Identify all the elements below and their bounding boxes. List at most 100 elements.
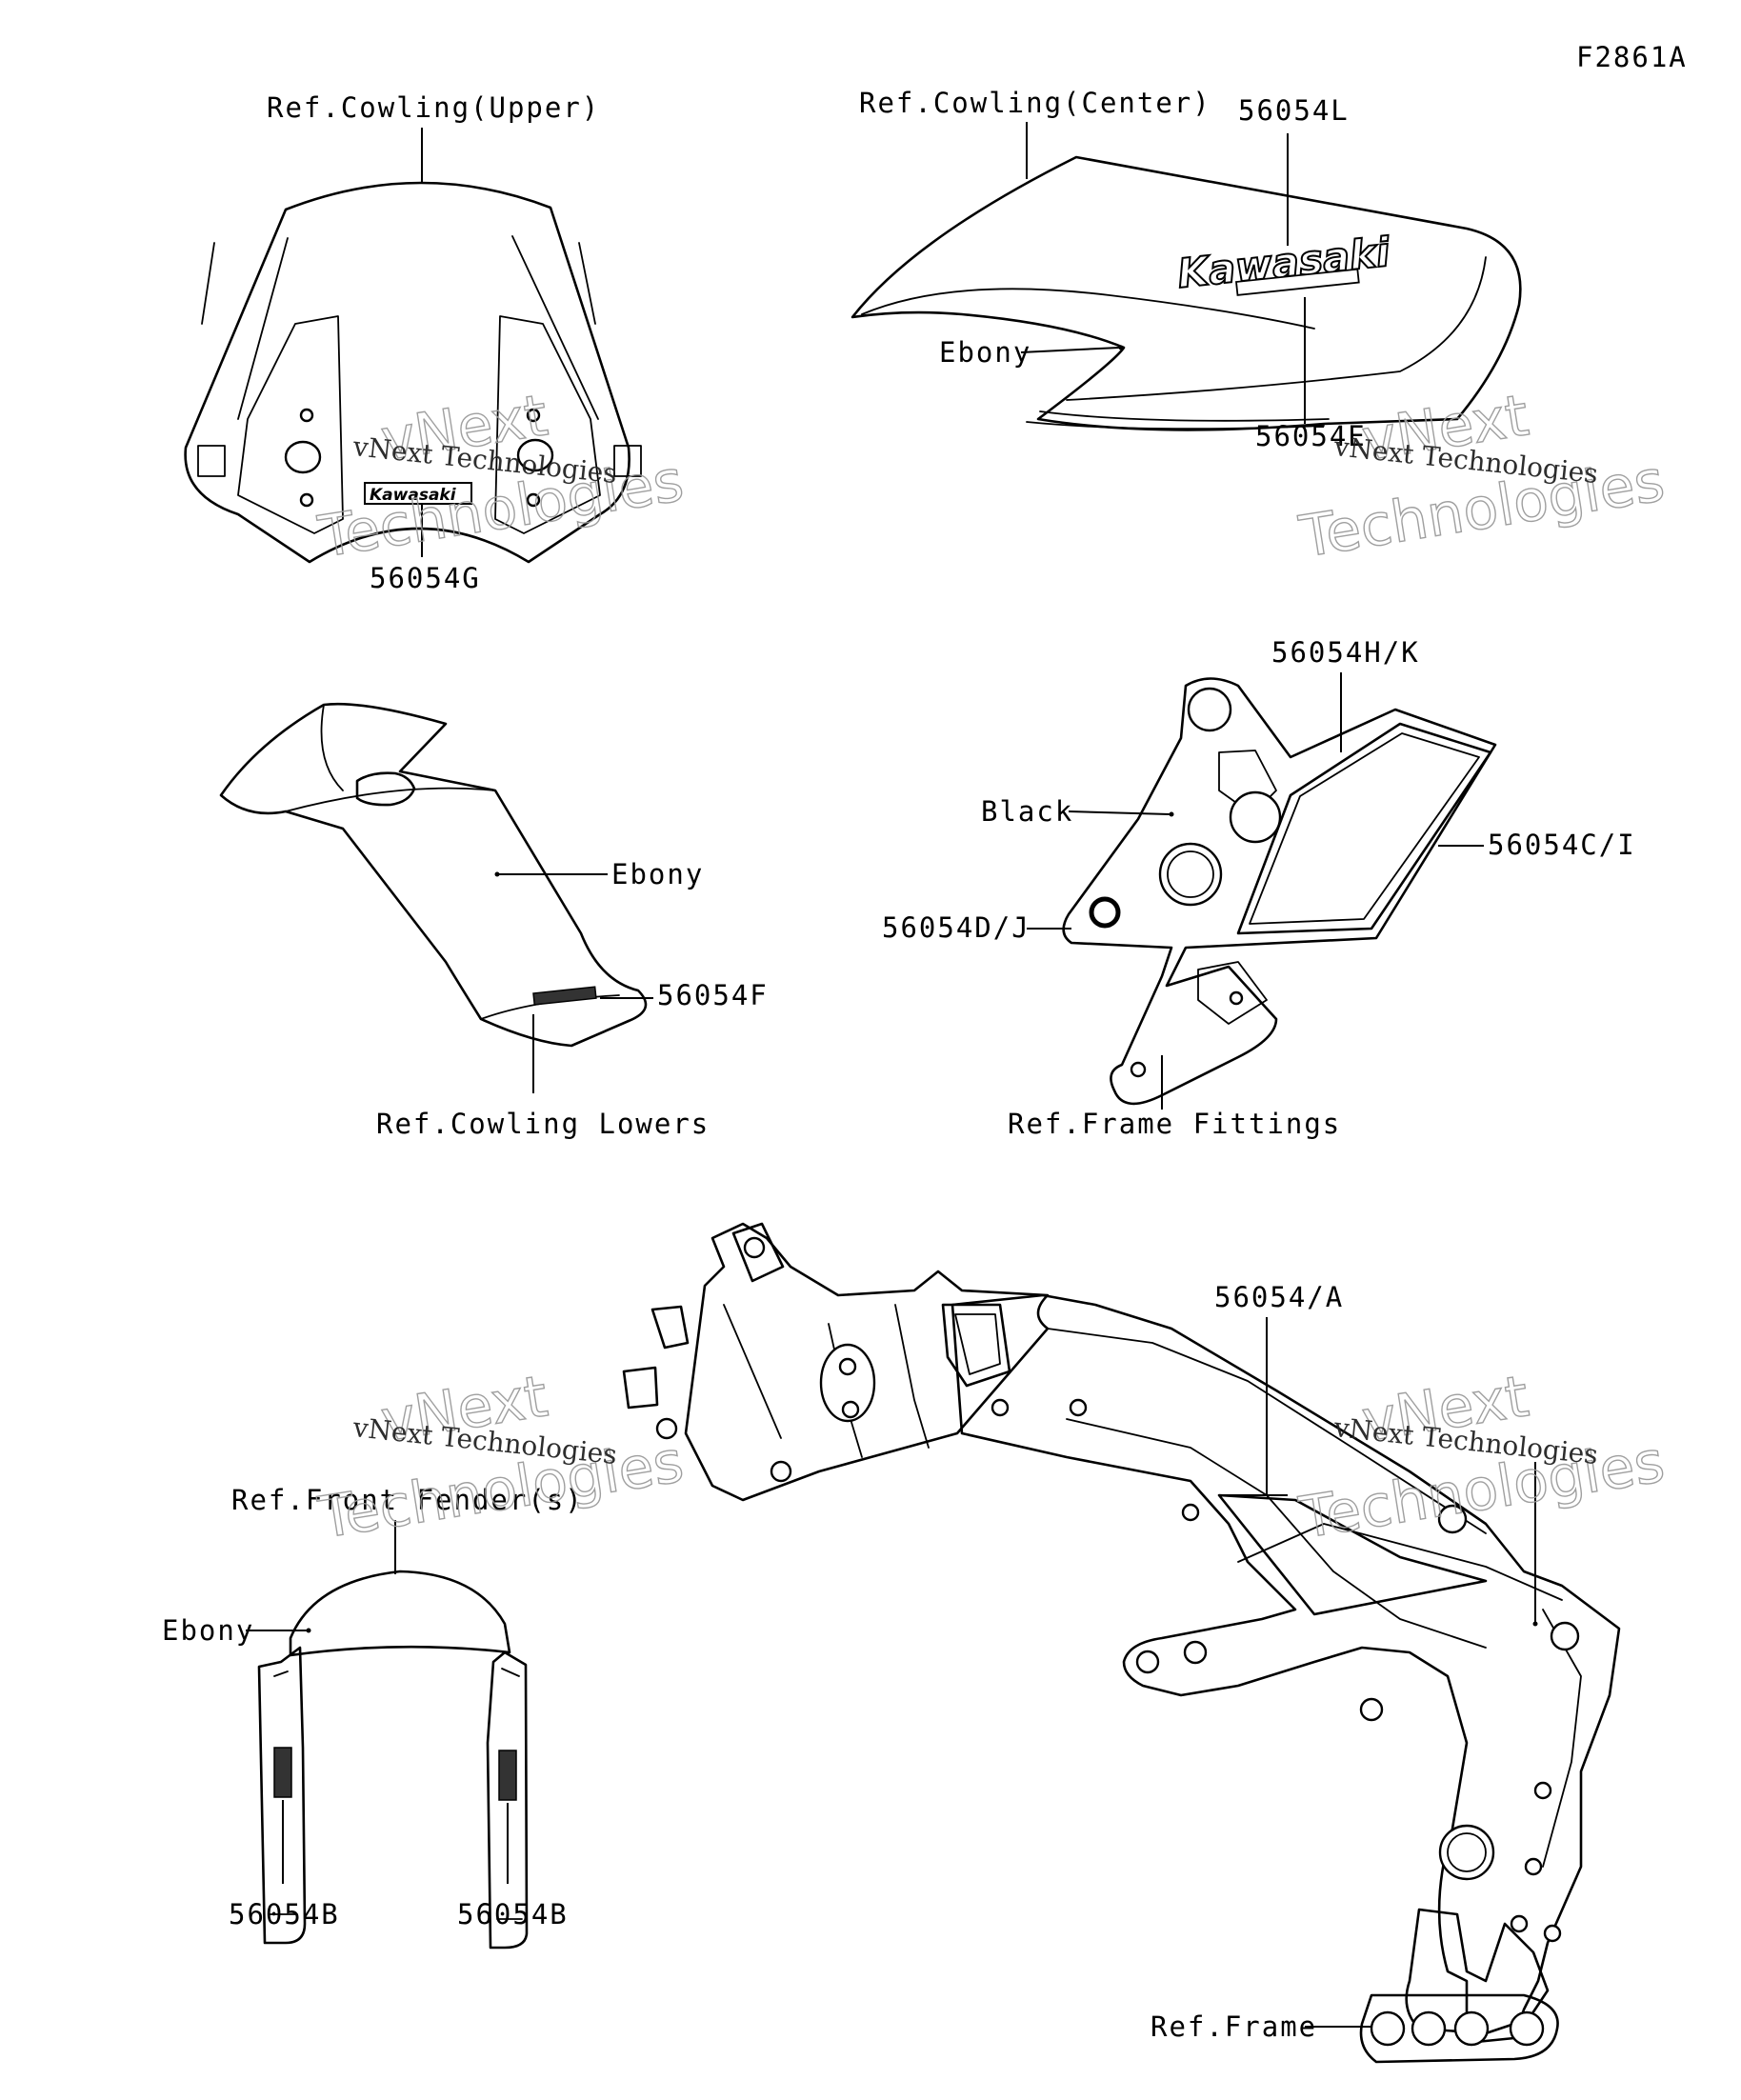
cowling-upper-left-slot <box>197 445 226 477</box>
bolt-hole <box>1069 1398 1088 1417</box>
frame-fittings-group: 56054H/K Black 56054C/I 56054D/J Ref.Fra… <box>882 636 1636 1140</box>
frame-intake-duct <box>941 1303 1011 1388</box>
leader-dot <box>1118 345 1124 350</box>
bolt-hole <box>841 1400 860 1419</box>
figure-code: F2861A <box>1576 41 1688 73</box>
leader-dot <box>494 871 500 877</box>
frame-pivot-hole <box>1509 2010 1545 2047</box>
leader-dot <box>306 1628 311 1633</box>
bolt-hole <box>838 1357 857 1376</box>
part-56054e-label[interactable]: 56054E <box>1255 420 1367 452</box>
cowling-upper-decal <box>364 482 472 505</box>
bolt-hole <box>1135 1650 1160 1674</box>
cowling-center-inner-line <box>861 256 1487 401</box>
bolt-hole <box>526 408 541 423</box>
front-fender-fork-detail <box>268 1668 523 1920</box>
cowling-upper-right-slot <box>613 445 642 477</box>
bolt-hole <box>1543 1924 1562 1943</box>
part-56054b-right-label[interactable]: 56054B <box>457 1898 569 1930</box>
cowling-upper-inner-left <box>201 237 289 420</box>
frame-pivot-hole <box>1411 2010 1447 2047</box>
cowling-upper-inner-right <box>511 235 599 420</box>
cowling-center-group: Ref.Cowling(Center) 56054L Kawasaki Ebon… <box>850 87 1522 452</box>
bolt-hole <box>299 492 314 508</box>
part-56054f-label[interactable]: 56054F <box>657 979 769 1011</box>
part-56054l-label[interactable]: 56054L <box>1238 94 1350 127</box>
cowling-center-outline <box>850 155 1522 431</box>
frame-pivot-hole <box>1370 2010 1406 2047</box>
fitting-hole <box>1158 842 1223 907</box>
front-fender-left-fork <box>257 1646 307 1945</box>
cowling-lowers-ref-label[interactable]: Ref.Cowling Lowers <box>376 1108 710 1140</box>
bolt-hole <box>1533 1781 1552 1800</box>
cowling-lowers-color-label[interactable]: Ebony <box>611 858 704 890</box>
cowling-upper-right-hole <box>516 438 554 472</box>
leader-dot <box>1169 811 1174 817</box>
part-56054dj-label[interactable]: 56054D/J <box>882 911 1031 944</box>
bolt-hole <box>1130 1061 1147 1078</box>
ebony-leader <box>1020 347 1120 353</box>
frame-fittings-ref-label[interactable]: Ref.Frame Fittings <box>1008 1108 1341 1140</box>
frame-hole <box>743 1236 766 1259</box>
front-fender-dome <box>289 1570 511 1657</box>
frame-fittings-color-label[interactable]: Black <box>981 795 1073 828</box>
bolt-hole <box>526 492 541 508</box>
frame-head-bracket <box>622 1305 690 1410</box>
watermark-group: vNext Technologies vNext Technologies vN… <box>313 382 1670 1553</box>
cowling-upper-left-panel <box>237 315 344 534</box>
bolt-hole <box>1437 1504 1468 1534</box>
leader-dot <box>1532 1621 1538 1627</box>
frame-spar-inner <box>1047 1328 1582 1868</box>
cowling-upper-outline <box>184 181 630 564</box>
frame-fittings-outline <box>1062 677 1497 1106</box>
cowling-center-model-decal <box>1235 268 1360 296</box>
bolt-hole <box>1229 990 1244 1006</box>
cowling-lowers-vent <box>355 771 416 807</box>
frame-inner-panel <box>1217 1493 1488 1616</box>
cowling-center-lower-band <box>1026 410 1330 430</box>
frame-steering-tube <box>731 1222 785 1283</box>
cowling-upper-right-panel <box>494 315 601 534</box>
bolt-hole <box>1183 1640 1208 1665</box>
fitting-hole <box>1089 896 1121 929</box>
cowling-center-ref-label[interactable]: Ref.Cowling(Center) <box>859 87 1211 119</box>
cowling-upper-group: Ref.Cowling(Upper) Kawasaki 56054G <box>184 91 642 594</box>
bolt-hole <box>991 1398 1010 1417</box>
cowling-lowers-group: Ebony 56054F Ref.Cowling Lowers <box>219 702 769 1140</box>
part-56054hk-label[interactable]: 56054H/K <box>1271 636 1420 669</box>
part-56054ci-label[interactable]: 56054C/I <box>1488 829 1636 861</box>
bolt-hole <box>1181 1503 1200 1522</box>
frame-intake-duct-inner <box>954 1313 1001 1375</box>
frame-pivot-hole <box>1453 2010 1490 2047</box>
cowling-upper-ref-label[interactable]: Ref.Cowling(Upper) <box>267 91 600 124</box>
fitting-hole <box>1229 790 1282 844</box>
bolt-hole <box>1524 1857 1543 1876</box>
bolt-hole <box>299 408 314 423</box>
bolt-hole <box>655 1417 678 1440</box>
fitting-hole <box>1187 687 1232 732</box>
front-fender-left-decal <box>273 1747 292 1798</box>
frame-pivot-hole-inner <box>1447 1832 1487 1872</box>
front-fender-color-label[interactable]: Ebony <box>162 1614 254 1647</box>
frame-fittings-decal-inner <box>1249 732 1480 925</box>
front-fender-right-decal <box>498 1750 517 1801</box>
part-56054b-left-label[interactable]: 56054B <box>229 1898 340 1930</box>
fitting-hole-inner <box>1167 850 1214 898</box>
front-fender-ref-label[interactable]: Ref.Front Fender(s) <box>231 1484 584 1516</box>
cowling-upper-left-hole <box>284 440 322 474</box>
frame-hole <box>819 1343 876 1423</box>
cowling-lowers-decal <box>532 986 597 1006</box>
front-fender-right-fork <box>486 1650 529 1950</box>
cowling-center-color-label[interactable]: Ebony <box>939 336 1031 369</box>
cowling-upper-logo: Kawasaki <box>370 486 457 505</box>
bolt-hole <box>1510 1914 1529 1933</box>
frame-bottom-plate <box>1359 1993 1559 2064</box>
part-56054a-label[interactable]: 56054/A <box>1214 1281 1344 1313</box>
frame-ref-label[interactable]: Ref.Frame <box>1151 2010 1317 2043</box>
bolt-hole <box>770 1460 792 1483</box>
bolt-hole <box>1550 1621 1580 1651</box>
frame-fittings-decal-panel <box>1236 722 1492 935</box>
frame-main-spar <box>951 1293 1621 2045</box>
part-56054g-label[interactable]: 56054G <box>370 562 481 594</box>
